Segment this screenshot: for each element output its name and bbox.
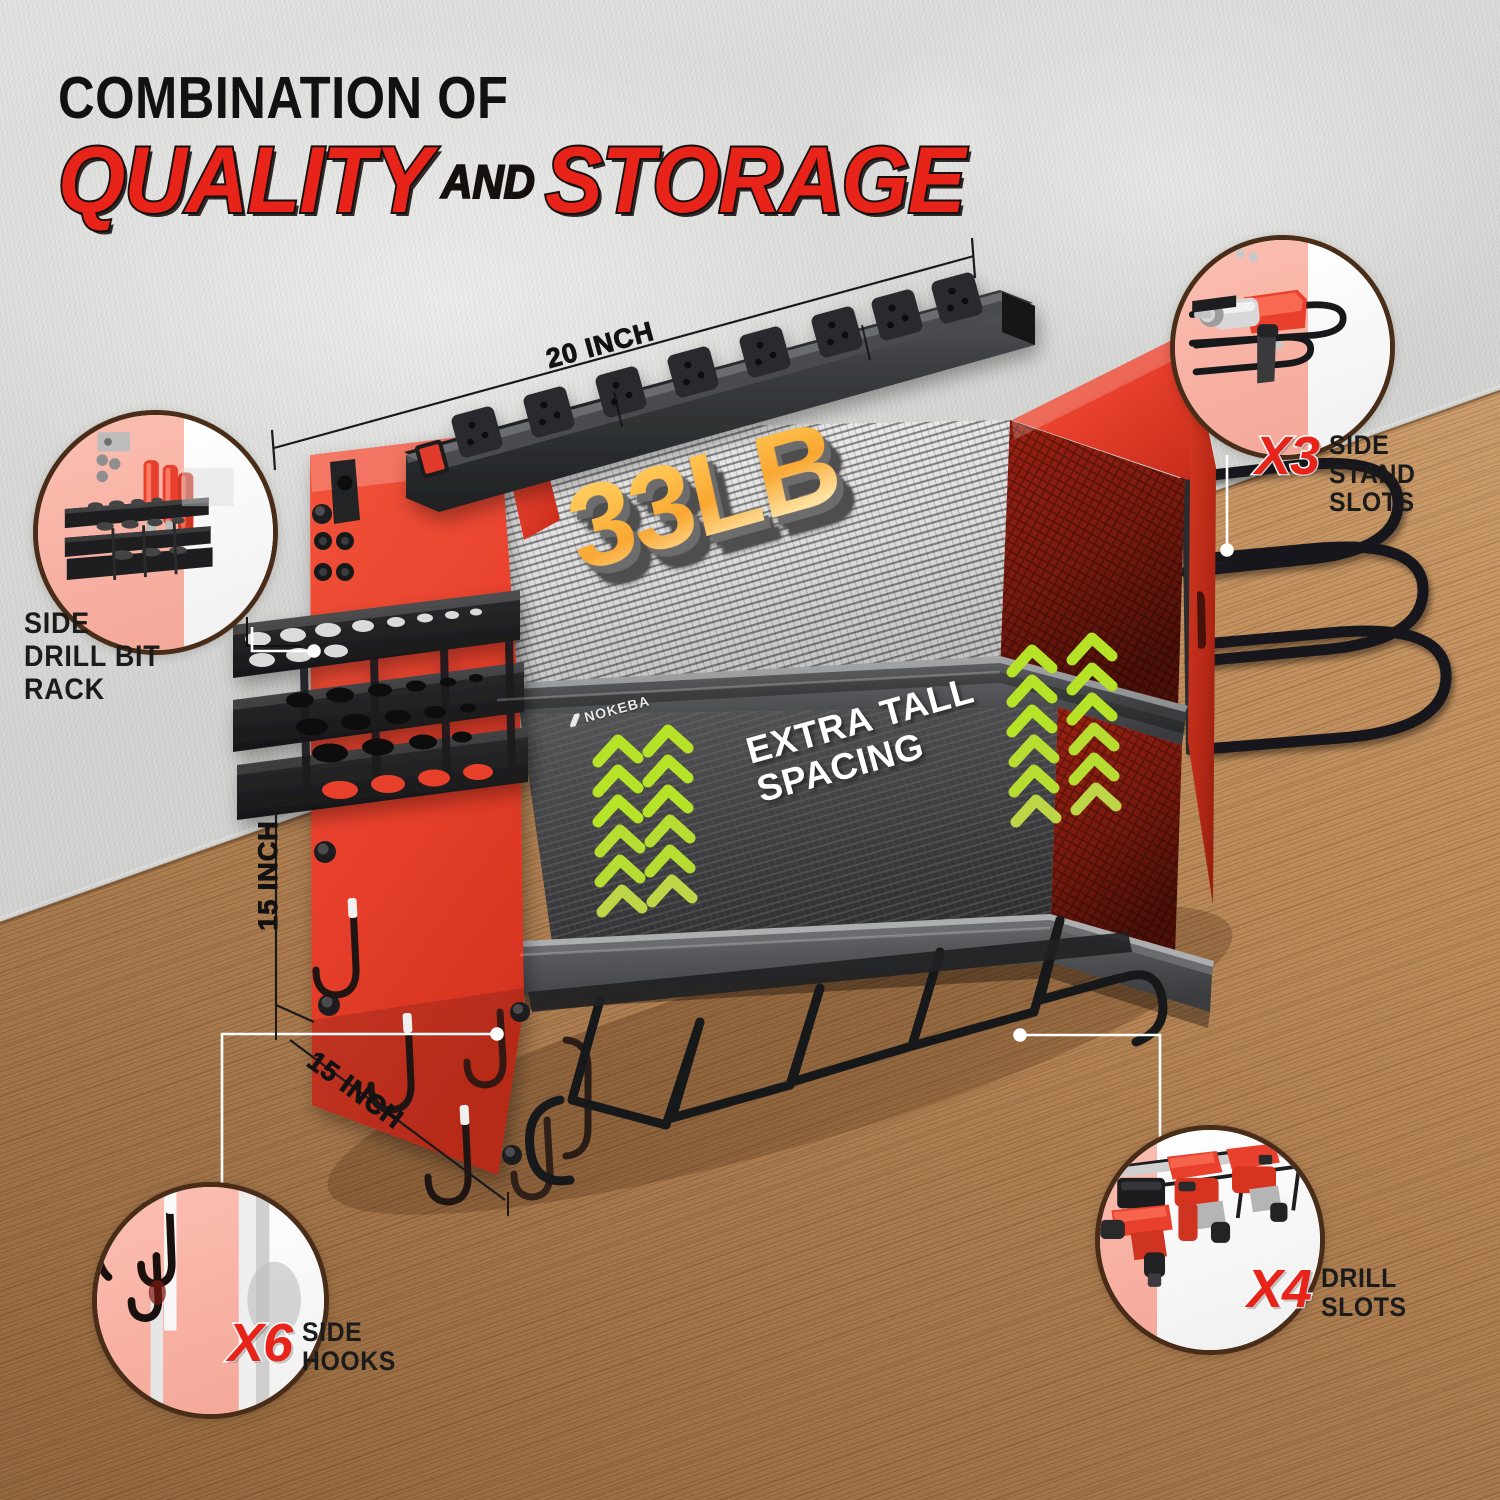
drill-bit-holes-bottom [322, 764, 493, 799]
callout-count-drill-slots: X4 [1245, 1258, 1313, 1321]
right-side-panel-top-wing [1012, 332, 1216, 480]
callout-text-drill-slots: DRILL SLOTS [1321, 1263, 1407, 1322]
left-bracket [330, 459, 360, 524]
left-bracket-holes [314, 475, 354, 581]
power-strip [404, 272, 1035, 512]
dimension-label-height: 15 INCH [252, 820, 283, 932]
middle-shelf [497, 672, 1185, 745]
power-outlets [451, 272, 983, 458]
drill-slot-rail [528, 932, 1132, 1012]
bubble-photo-side-hooks [97, 1187, 324, 1414]
spacing-chevrons [592, 632, 1122, 918]
power-switch [414, 439, 450, 479]
headline-connector: AND [440, 154, 536, 208]
bubble-photo-drill-slots [1100, 1130, 1320, 1350]
callout-text-side-hooks: SIDE HOOKS [302, 1317, 396, 1376]
callout-bubble-drill-slots [1095, 1125, 1325, 1355]
brand-glyph-icon [568, 713, 583, 728]
right-panel-highlight [1012, 332, 1190, 440]
side-stand-slot-wires [1180, 457, 1452, 756]
callout-count-side-stand-slots: X3 [1253, 425, 1321, 488]
drill-bit-holes-mid [286, 674, 483, 763]
side-drill-bit-rack [233, 590, 528, 820]
callout-label-side-hooks: X6 SIDE HOOKS [226, 1312, 404, 1376]
callout-count-side-hooks: X6 [226, 1312, 294, 1375]
side-hooks [312, 901, 592, 1206]
callout-label-drill-slots: X4 DRILL SLOTS [1245, 1258, 1414, 1322]
callout-bubble-side-drill-bit-rack [33, 410, 278, 655]
headline-word-storage: STORAGE [543, 126, 967, 232]
callout-bubble-side-hooks [92, 1182, 329, 1419]
side-hook-caps [347, 897, 470, 1126]
dimension-extension-lines [275, 1005, 509, 1216]
drill-slot-wires [525, 915, 1168, 1186]
headline-word-quality: QUALITY [56, 126, 434, 232]
callout-label-side-drill-bit-rack: SIDE DRILL BIT RACK [24, 607, 176, 706]
bubble-photo-drill-bit-rack [38, 415, 273, 650]
callout-bubble-side-stand-slots [1170, 235, 1395, 460]
callout-label-side-stand-slots: X3 SIDE STAND SLOTS [1253, 425, 1423, 518]
dimension-lines [270, 237, 977, 1201]
bottom-shelf-top [520, 914, 1214, 975]
bubble-photo-side-stand-slots [1175, 240, 1390, 455]
callout-text-side-drill-bit-rack: SIDE DRILL BIT RACK [24, 607, 161, 706]
callout-text-side-stand-slots: SIDE STAND SLOTS [1329, 430, 1416, 518]
headline-line-1: COMBINATION OF [58, 65, 509, 131]
middle-shelf-highlight [497, 656, 1188, 712]
keyhole-slot-right [1197, 591, 1206, 649]
drill-bit-holes-top [245, 608, 482, 667]
